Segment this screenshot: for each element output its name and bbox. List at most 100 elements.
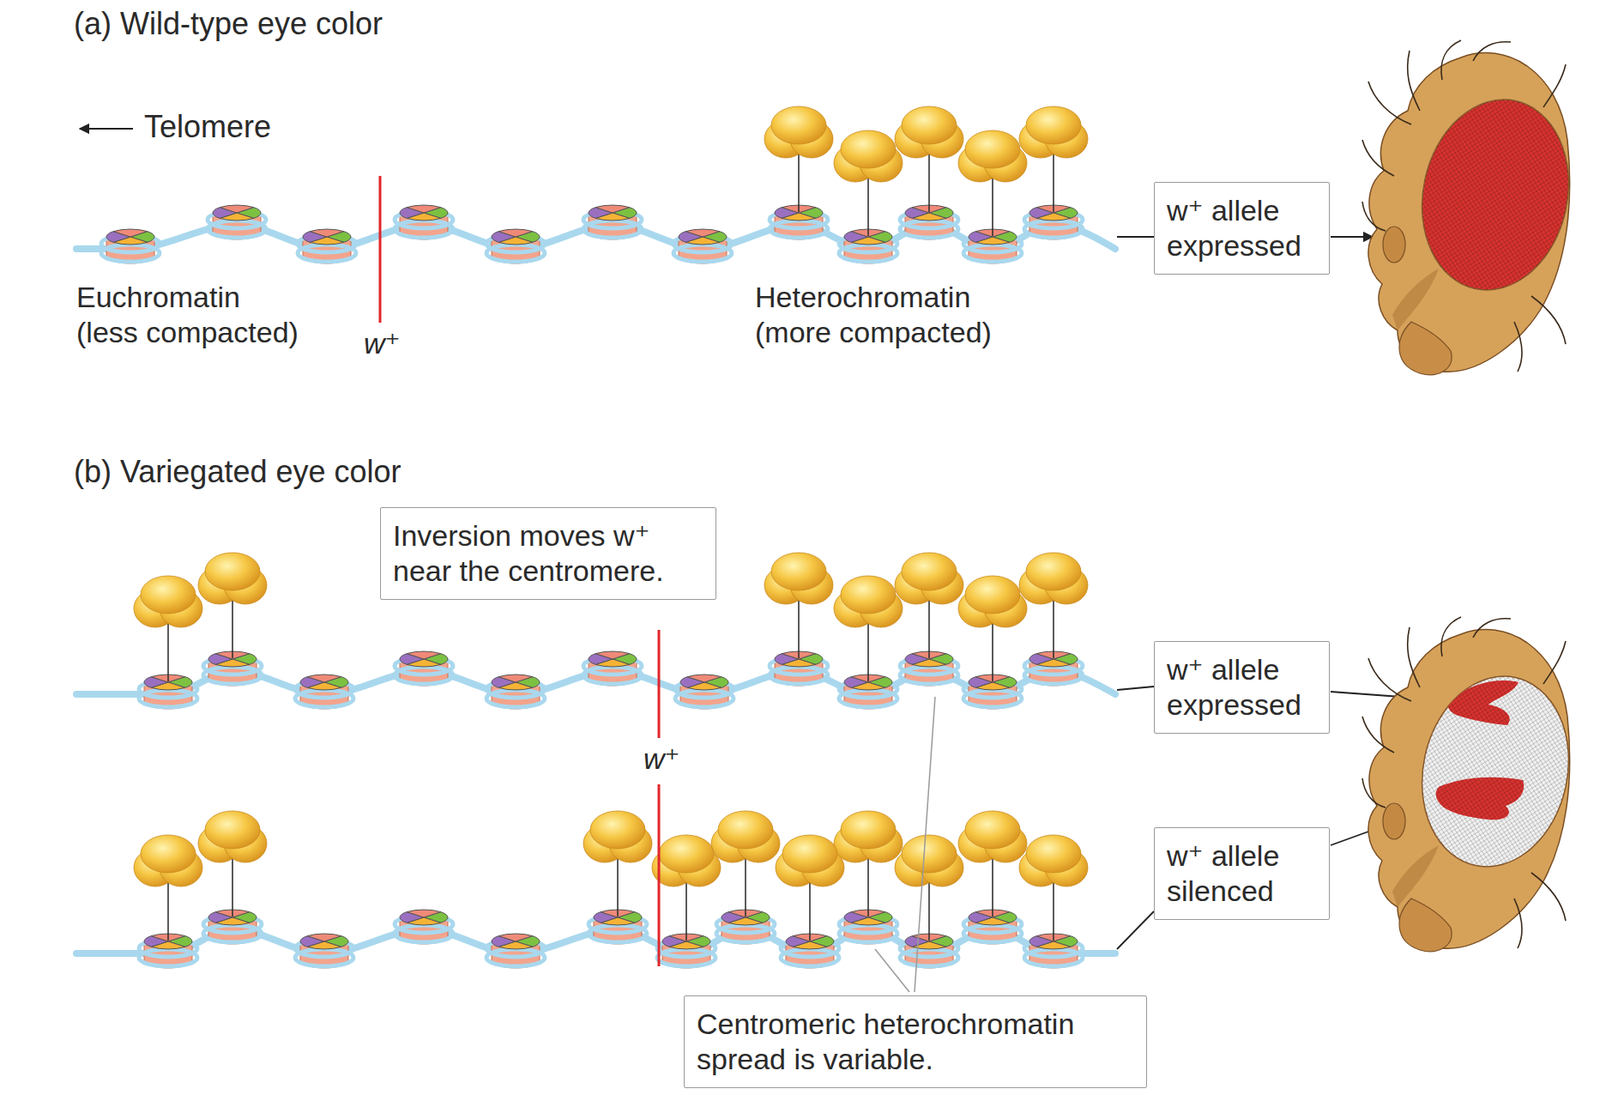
antenna (1382, 226, 1406, 263)
figure-label: (a) Wild-type eye color (73, 5, 383, 43)
hp1-stalk (797, 152, 800, 212)
hp1-lobe (718, 810, 773, 849)
hp1-stalk (928, 152, 930, 212)
nucleosome (394, 205, 453, 240)
chromatin-fiber (76, 106, 1116, 264)
dna-coil (963, 924, 1022, 942)
hp1-protein (583, 810, 653, 917)
histone-top (399, 205, 448, 221)
link-line (1116, 911, 1154, 949)
histone-top (588, 205, 637, 221)
hp1-lobe (965, 130, 1021, 169)
head-shade (1392, 845, 1439, 907)
hp1-protein (833, 130, 903, 236)
dna-coil (297, 244, 357, 262)
hp1-protein (775, 834, 845, 941)
dna-coil (657, 948, 716, 967)
histone-top (491, 229, 540, 245)
compound-eye (1405, 85, 1587, 304)
dna-coil (203, 666, 262, 684)
hp1-stalk (231, 598, 234, 659)
nucleosome (583, 205, 642, 240)
gene-label: w⁺ (363, 326, 401, 362)
dna-coil (839, 689, 898, 707)
bristle (1441, 40, 1462, 80)
dna-coil (486, 948, 545, 967)
dna-coil (839, 244, 898, 262)
hp1-stalk (167, 621, 170, 682)
dna-coil (295, 948, 354, 967)
bristle (1473, 618, 1511, 638)
hp1-stalk (809, 881, 811, 941)
leader-line (914, 696, 936, 992)
callout-box: Centromeric heterochromatin spread is va… (683, 995, 1148, 1088)
bristle (1514, 898, 1522, 948)
histone-top (106, 229, 155, 245)
hp1-stalk (231, 857, 234, 917)
fly-head (1362, 40, 1586, 375)
hp1-protein (198, 552, 267, 659)
dna-coil (583, 666, 642, 684)
histone-top (680, 674, 729, 690)
callout-text: Centromeric heterochromatin spread is va… (696, 1006, 1135, 1077)
hp1-lobe (901, 834, 957, 873)
hp1-protein (764, 552, 834, 659)
hp1-stalk (928, 881, 930, 941)
callout-text: w⁺ allele silenced (1166, 838, 1317, 909)
histone-sector (595, 205, 630, 213)
figure-label: (b) Variegated eye color (73, 452, 402, 490)
hp1-stalk (744, 857, 747, 917)
hp1-stalk (991, 857, 994, 917)
hp1-stalk (1052, 881, 1055, 941)
bristle (1441, 616, 1462, 657)
hp1-stalk (167, 881, 170, 941)
dna-coil (673, 244, 732, 262)
histone-top (588, 651, 637, 667)
hp1-lobe (205, 810, 260, 849)
chromatin-fiber (76, 810, 1116, 968)
hp1-stalk (928, 598, 930, 659)
callout-text: w⁺ allele expressed (1166, 652, 1317, 723)
histone-sector (685, 229, 720, 237)
hp1-protein (894, 834, 964, 941)
leader-line (875, 948, 910, 992)
nucleosome (486, 229, 545, 264)
nucleosome (394, 651, 453, 686)
dna-coil (295, 689, 354, 707)
histone-top (491, 933, 540, 949)
hp1-lobe (1026, 834, 1081, 873)
hp1-lobe (205, 552, 260, 591)
hp1-protein (958, 810, 1027, 917)
hp1-protein (1019, 552, 1088, 659)
hp1-protein (764, 106, 834, 212)
histone-sector (498, 933, 533, 942)
histone-sector (309, 229, 345, 237)
hp1-protein (958, 575, 1027, 682)
dna-coil (486, 689, 545, 707)
dna-coil (207, 220, 266, 238)
bristle (1473, 42, 1511, 61)
callout-box: Inversion moves w⁺ near the centromere. (380, 507, 717, 600)
hp1-protein (133, 575, 203, 682)
hp1-stalk (616, 857, 619, 917)
dna-coil (583, 220, 642, 238)
hp1-protein (133, 834, 203, 941)
figure-label: Heterochromatin (more compacted) (754, 279, 1013, 351)
dna-coil (486, 244, 545, 262)
dna-coil (769, 666, 828, 684)
histone-sector (406, 651, 441, 659)
histone-sector (406, 205, 441, 213)
hp1-protein (198, 810, 267, 917)
bristle (1362, 716, 1395, 753)
dna-coil (769, 220, 828, 238)
dna-coil (716, 924, 775, 942)
dna-coil (394, 666, 453, 684)
histone-top (399, 909, 448, 925)
link-line (1116, 235, 1154, 238)
nucleosome (583, 651, 642, 686)
dna-coil (394, 924, 453, 942)
dna-coil (138, 948, 198, 967)
bristle (1543, 64, 1566, 108)
bristle (1407, 627, 1420, 688)
